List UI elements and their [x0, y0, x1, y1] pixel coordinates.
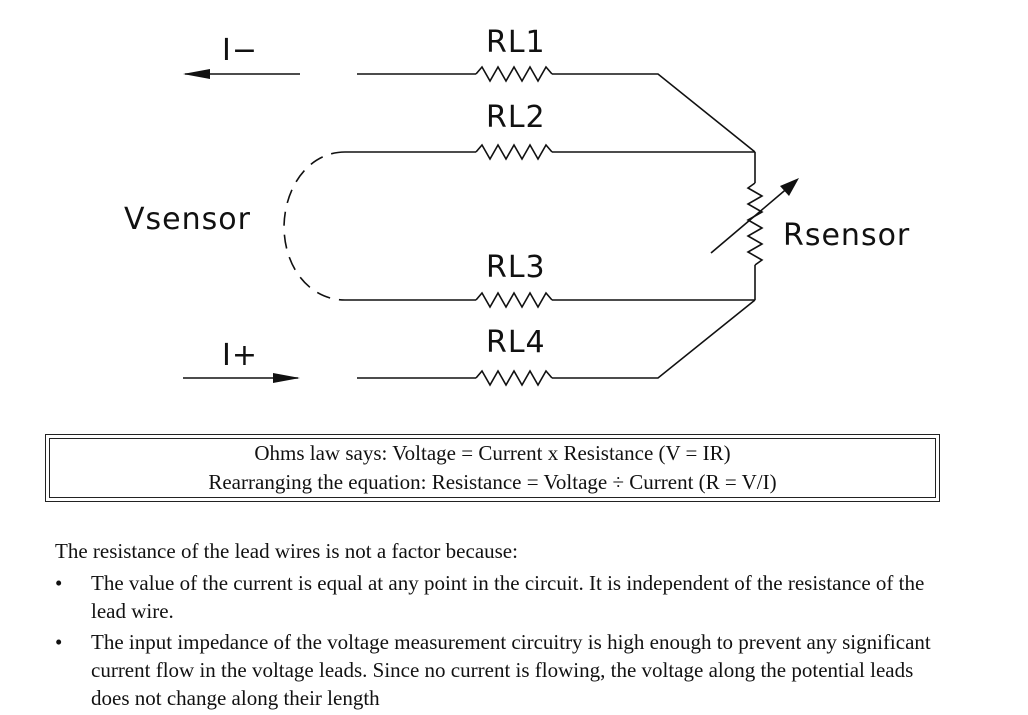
four-wire-circuit-diagram: I− I+ RL1 RL2 RL3 RL4 Vsensor Rsensor: [124, 25, 910, 387]
bullet-dot: •: [55, 630, 63, 654]
sensor-resistor: [710, 152, 791, 300]
notes-intro: The resistance of the lead wires is not …: [55, 539, 518, 563]
list-item-text: The input impedance of the voltage measu…: [91, 630, 931, 710]
equation-box: Ohms law says: Voltage = Current x Resis…: [45, 434, 940, 502]
label-rl1: RL1: [486, 25, 546, 60]
label-rsensor: Rsensor: [783, 218, 910, 253]
lead-wire-rl4: [357, 299, 756, 387]
lead-wire-rl1: [357, 65, 756, 153]
notes-list: • The value of the current is equal at a…: [55, 569, 955, 712]
ohms-law-line: Ohms law says: Voltage = Current x Resis…: [254, 441, 731, 465]
lead-wire-rl3: [345, 291, 755, 309]
label-i-minus: I−: [222, 33, 258, 68]
variable-arrow-head: [780, 178, 799, 196]
equation-box-inner: Ohms law says: Voltage = Current x Resis…: [49, 438, 936, 498]
variable-arrow: [710, 185, 791, 254]
label-rl2: RL2: [486, 100, 546, 135]
label-vsensor: Vsensor: [124, 202, 251, 237]
resistor-rl2: [475, 143, 553, 161]
list-item-text: The value of the current is equal at any…: [91, 571, 925, 623]
label-rl4: RL4: [486, 325, 546, 360]
list-item: • The input impedance of the voltage mea…: [55, 628, 955, 712]
lead-wire-rl2: [345, 143, 755, 161]
list-item: • The value of the current is equal at a…: [55, 569, 955, 625]
voltage-sense-loop: [283, 151, 346, 301]
resistor-rl1: [475, 65, 553, 83]
explanation-notes: The resistance of the lead wires is not …: [55, 537, 955, 715]
resistor-rl3: [475, 291, 553, 309]
resistor-rl4: [475, 369, 553, 387]
bullet-dot: •: [55, 571, 63, 595]
current-arrow-in-head: [273, 373, 300, 383]
label-i-plus: I+: [222, 338, 258, 373]
current-arrow-out-head: [183, 69, 210, 79]
label-rl3: RL3: [486, 250, 546, 285]
rearranged-equation-line: Rearranging the equation: Resistance = V…: [208, 470, 777, 494]
